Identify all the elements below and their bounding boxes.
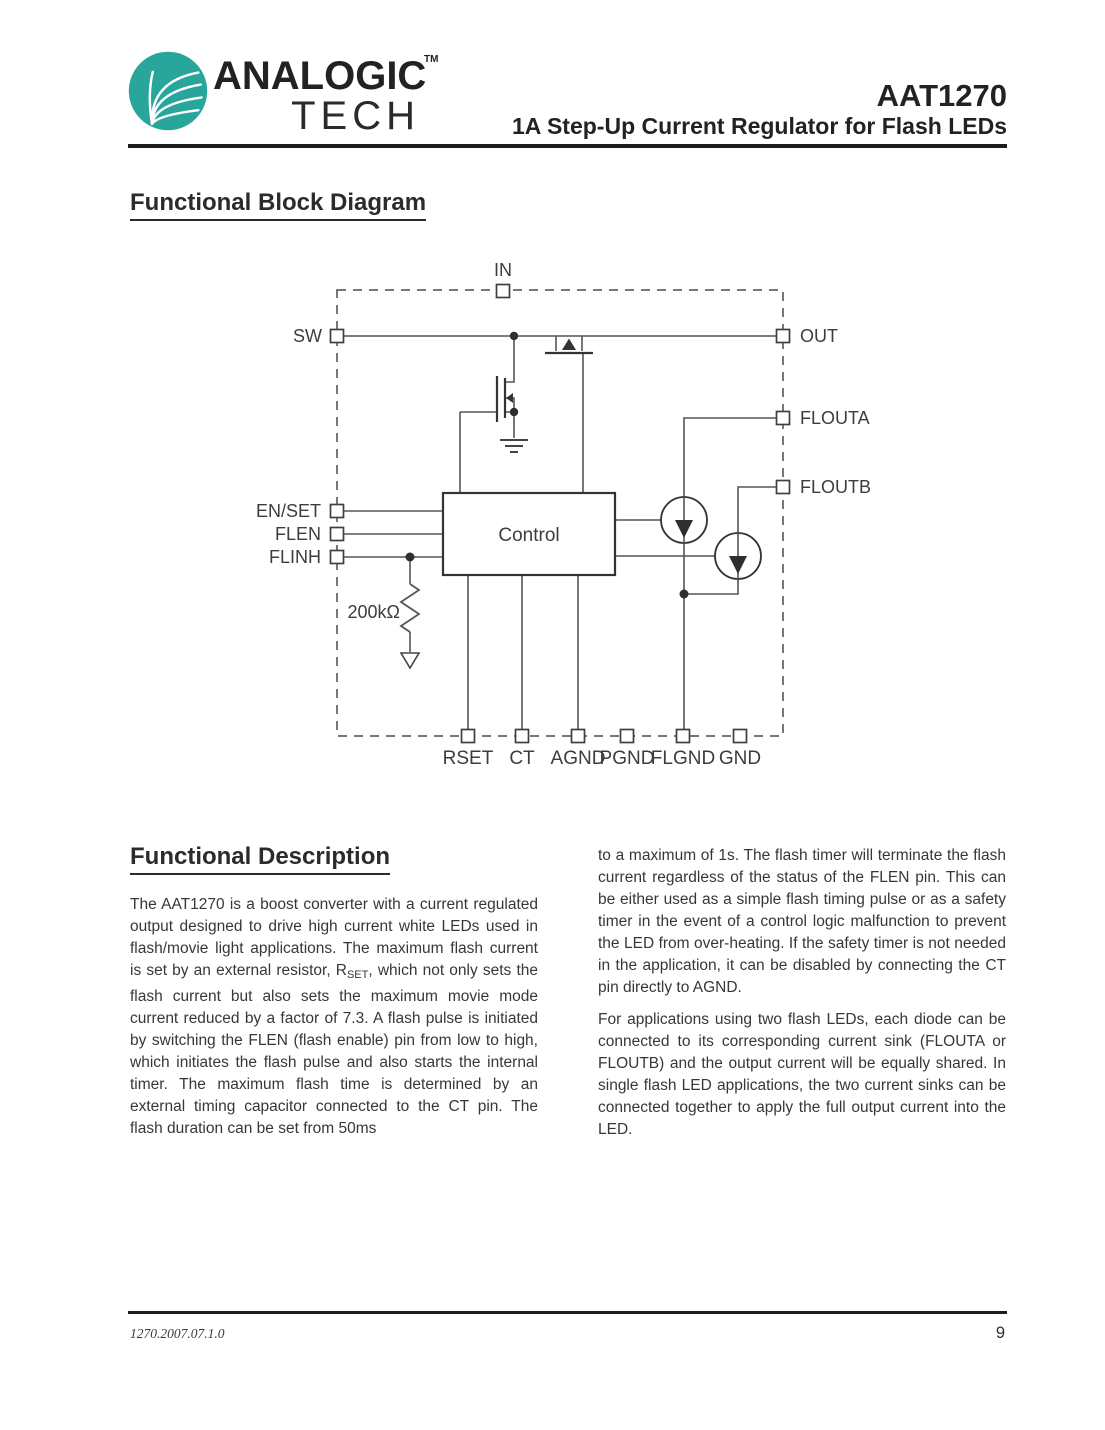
trademark-symbol: TM: [424, 54, 439, 65]
current-sink-b: [714, 532, 762, 580]
pin-label-flouta: FLOUTA: [800, 408, 870, 428]
junction-dot: [509, 407, 519, 417]
pin-label-flinh: FLINH: [269, 547, 321, 567]
brand-name-tech: TECH: [291, 94, 420, 138]
pin-rset: [460, 728, 476, 744]
document-tagline: 1A Step-Up Current Regulator for Flash L…: [512, 113, 1007, 139]
rset-resistor: [399, 583, 421, 670]
pin-label-en-set: EN/SET: [256, 501, 321, 521]
pin-label-agnd: AGND: [551, 748, 606, 769]
ground-arrow-icon: [399, 652, 421, 670]
pin-label-in: IN: [494, 260, 512, 280]
junction-dot: [405, 552, 415, 562]
control-block-label: Control: [498, 525, 559, 546]
pin-flgnd: [675, 728, 691, 744]
analogictech-logo-icon: [128, 51, 208, 131]
pin-gnd: [732, 728, 748, 744]
nmos-switch-transistor: [495, 376, 513, 422]
resistor-value-label: 200kΩ: [348, 602, 401, 622]
pin-agnd: [570, 728, 586, 744]
wires: [344, 335, 776, 730]
pin-label-rset: RSET: [443, 748, 494, 769]
functional-block-diagram: Control IN SW OUT FLOUTA FLOUTB EN/SET F…: [256, 260, 871, 769]
header-divider: [128, 144, 1007, 148]
junction-dot: [679, 589, 689, 599]
current-sink-a: [660, 496, 708, 544]
pin-label-out: OUT: [800, 326, 838, 346]
description-paragraph: For applications using two flash LEDs, e…: [598, 1011, 1006, 1138]
description-paragraph: The AAT1270 is a boost converter with a …: [130, 896, 539, 1137]
pin-flinh: [329, 549, 345, 565]
description-column-left: The AAT1270 is a boost converter with a …: [130, 894, 538, 1140]
pin-out: [775, 328, 791, 344]
pin-label-flen: FLEN: [275, 524, 321, 544]
brand-name-analogic: ANALOGIC: [213, 54, 427, 98]
document-revision-code: 1270.2007.07.1.0: [130, 1326, 225, 1341]
pin-sw: [329, 328, 345, 344]
pin-floutb: [775, 479, 791, 495]
pin-in: [495, 283, 511, 299]
junction-dot: [509, 331, 519, 341]
part-number: AAT1270: [876, 78, 1007, 113]
header-title-block: AAT1270 1A Step-Up Current Regulator for…: [512, 80, 1007, 140]
pin-label-sw: SW: [293, 326, 322, 346]
pin-label-flgnd: FLGND: [651, 748, 715, 769]
pin-en-set: [329, 503, 345, 519]
pin-label-pgnd: PGND: [600, 748, 655, 769]
page-number: 9: [995, 1324, 1005, 1342]
pin-flouta: [775, 410, 791, 426]
pin-ct: [514, 728, 530, 744]
footer-divider: [128, 1311, 1007, 1314]
pin-pgnd: [619, 728, 635, 744]
pin-squares: [329, 283, 791, 744]
description-paragraph: to a maximum of 1s. The flash timer will…: [598, 847, 1006, 996]
block-diagram-heading: Functional Block Diagram: [130, 189, 427, 221]
pin-label-gnd: GND: [719, 748, 761, 769]
pin-flen: [329, 526, 345, 542]
description-heading: Functional Description: [130, 843, 391, 875]
description-column-right: to a maximum of 1s. The flash timer will…: [598, 845, 1006, 1141]
pin-label-ct: CT: [509, 748, 535, 769]
pmos-rectifier-transistor: [545, 338, 593, 355]
ground-icon: [500, 439, 528, 453]
rset-subscript: SET: [346, 969, 369, 981]
control-block: Control: [441, 491, 617, 577]
pin-label-floutb: FLOUTB: [800, 477, 871, 497]
